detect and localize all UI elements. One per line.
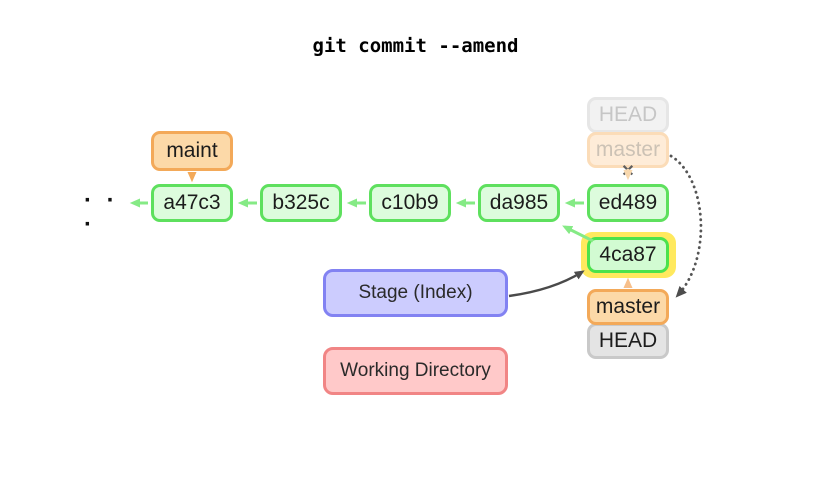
commit-node-b325c: b325c	[260, 184, 342, 222]
commit-node-ed489: ed489	[587, 184, 669, 222]
commit-node-4ca87-amended: 4ca87	[587, 237, 669, 273]
ref-name: master	[595, 138, 661, 161]
commit-node-c10b9: c10b9	[369, 184, 451, 222]
stage-index-box: Stage (Index)	[323, 269, 508, 317]
branch-label-maint: maint	[151, 131, 233, 171]
commit-id: ed489	[598, 191, 658, 214]
ref-name: HEAD	[598, 329, 658, 352]
commit-id: a47c3	[163, 191, 221, 214]
working-directory-box: Working Directory	[323, 347, 508, 395]
old-master-label-faded: master	[587, 132, 669, 168]
history-ellipsis: · · ·	[84, 187, 119, 238]
new-master-label: master	[587, 289, 669, 325]
cross-icon: ✕	[621, 163, 635, 180]
working-directory-label: Working Directory	[340, 360, 491, 381]
arrow-stage-to-4ca87	[508, 270, 585, 298]
commit-id: 4ca87	[599, 243, 657, 266]
arrow-master-moved-dotted	[669, 154, 703, 298]
branch-name: maint	[166, 139, 218, 162]
ref-name: HEAD	[598, 103, 658, 126]
stage-index-label: Stage (Index)	[358, 282, 473, 303]
commit-id: da985	[489, 191, 549, 214]
old-head-label-faded: HEAD	[587, 97, 669, 133]
ref-name: master	[595, 295, 661, 318]
new-head-label: HEAD	[587, 323, 669, 359]
commit-id: b325c	[272, 191, 330, 214]
commit-id: c10b9	[381, 191, 439, 214]
diagram-title: git commit --amend	[312, 35, 519, 57]
commit-node-a47c3: a47c3	[151, 184, 233, 222]
commit-node-da985: da985	[478, 184, 560, 222]
